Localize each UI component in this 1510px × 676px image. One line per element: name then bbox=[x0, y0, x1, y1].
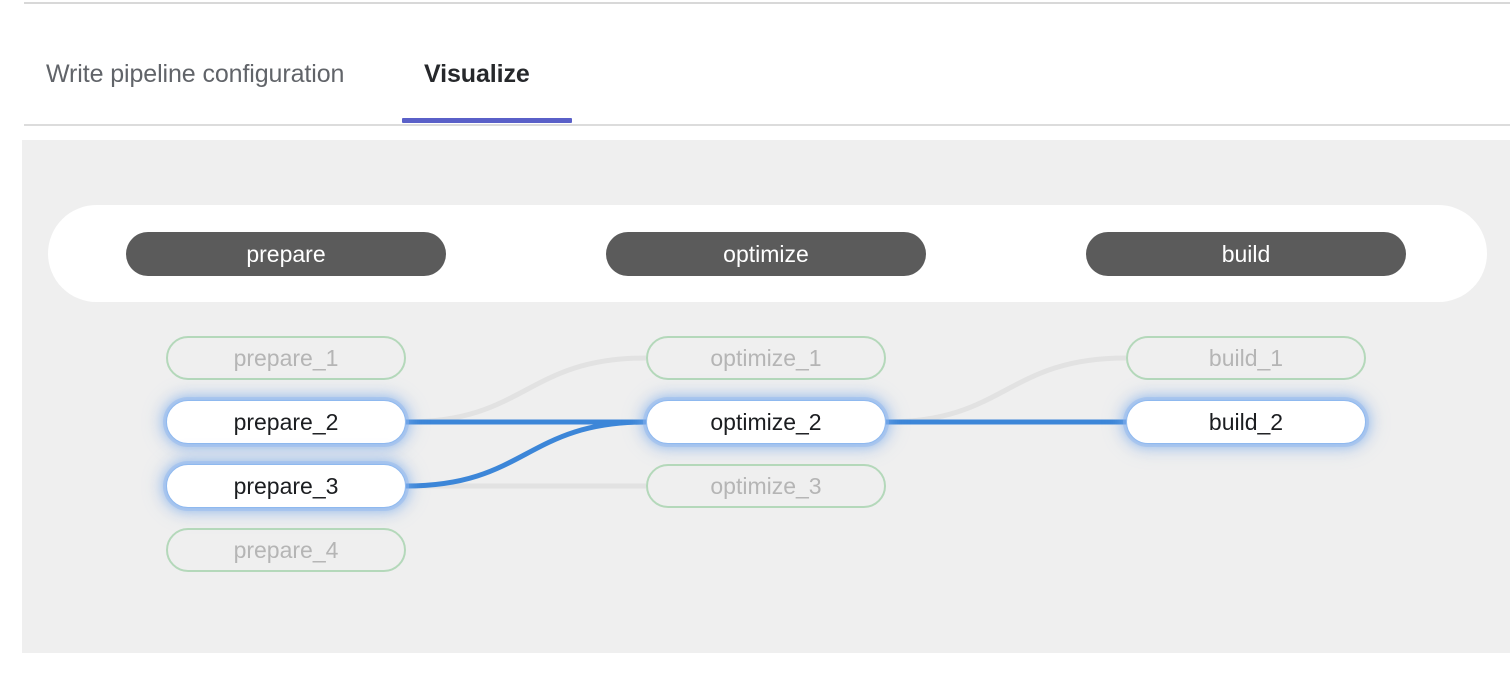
tab-bar: Write pipeline configuration Visualize bbox=[24, 40, 1510, 126]
node-label: prepare_4 bbox=[233, 536, 339, 563]
active-tab-underline bbox=[402, 118, 572, 123]
tab-visualize[interactable]: Visualize bbox=[424, 40, 530, 126]
edge-optimize_2-to-build_1 bbox=[885, 355, 1127, 425]
node-label: optimize_1 bbox=[710, 344, 822, 371]
node-label: prepare_2 bbox=[233, 408, 339, 435]
stage-pill-label: build bbox=[1221, 240, 1271, 267]
node-optimize-2[interactable]: optimize_2 bbox=[646, 400, 886, 444]
node-prepare-3[interactable]: prepare_3 bbox=[166, 464, 406, 508]
top-divider bbox=[24, 2, 1510, 4]
node-label: build_2 bbox=[1208, 408, 1284, 435]
node-prepare-1[interactable]: prepare_1 bbox=[166, 336, 406, 380]
node-label: optimize_3 bbox=[710, 472, 822, 499]
node-build-2[interactable]: build_2 bbox=[1126, 400, 1366, 444]
node-label: build_1 bbox=[1208, 344, 1284, 371]
node-optimize-1[interactable]: optimize_1 bbox=[646, 336, 886, 380]
stage-pill-prepare[interactable]: prepare bbox=[126, 232, 446, 276]
node-prepare-4[interactable]: prepare_4 bbox=[166, 528, 406, 572]
edge-prepare_3-to-optimize_2 bbox=[405, 419, 647, 489]
node-optimize-3[interactable]: optimize_3 bbox=[646, 464, 886, 508]
stage-pill-label: prepare bbox=[246, 240, 326, 267]
stage-pill-label: optimize bbox=[723, 240, 809, 267]
node-label: prepare_3 bbox=[233, 472, 339, 499]
node-prepare-2[interactable]: prepare_2 bbox=[166, 400, 406, 444]
stage-pill-optimize[interactable]: optimize bbox=[606, 232, 926, 276]
pipeline-graph-canvas[interactable]: prepare optimize build prepare_1 prepare… bbox=[22, 140, 1510, 653]
node-build-1[interactable]: build_1 bbox=[1126, 336, 1366, 380]
node-label: prepare_1 bbox=[233, 344, 339, 371]
tab-label: Write pipeline configuration bbox=[46, 60, 345, 88]
tab-label: Visualize bbox=[424, 60, 530, 88]
node-label: optimize_2 bbox=[710, 408, 822, 435]
tab-write-pipeline-configuration[interactable]: Write pipeline configuration bbox=[46, 40, 344, 126]
stage-pill-build[interactable]: build bbox=[1086, 232, 1406, 276]
tab-bar-divider bbox=[24, 124, 1510, 126]
edge-prepare_2-to-optimize_1 bbox=[405, 355, 647, 425]
